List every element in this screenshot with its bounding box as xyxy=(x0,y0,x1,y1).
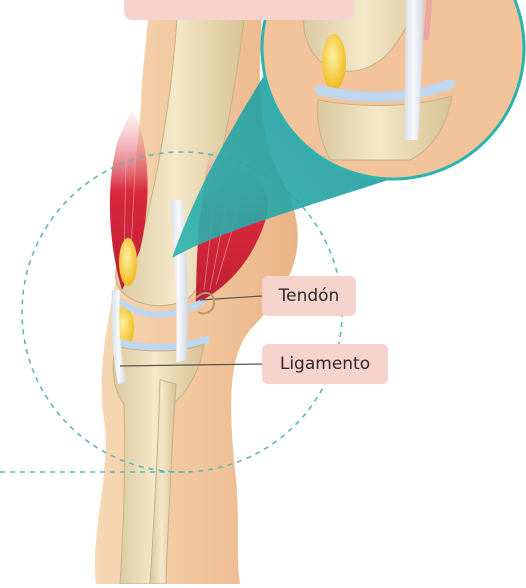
ligament-label-text: Ligamento xyxy=(280,354,370,374)
tendon-label-text: Tendón xyxy=(279,286,340,306)
ligament-label: Ligamento xyxy=(262,344,388,384)
patella-fat-pad xyxy=(119,238,137,286)
tendon-label: Tendón xyxy=(262,276,356,316)
top-label-stub xyxy=(124,0,354,20)
